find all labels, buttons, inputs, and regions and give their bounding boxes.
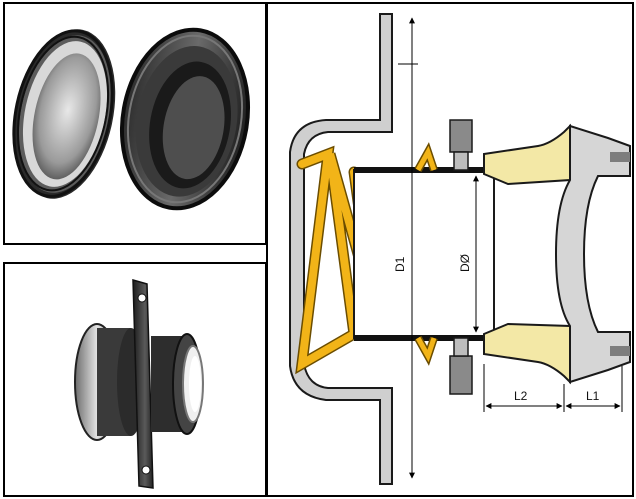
l2-label: L2 [514,389,528,403]
coupling-assembly-photo [74,278,204,489]
d1-label: D1 [393,256,407,272]
seal-face-spring [414,142,438,366]
cross-section-diagram: D1 DØ L2 L1 [289,13,631,485]
end-cap [554,124,631,384]
flange-plate [132,278,154,489]
drive-collar [449,119,473,395]
housing-shell [289,13,393,485]
inner-sleeve [353,169,495,339]
stationary-seat-top [483,123,571,186]
stationary-seat-bottom [483,322,571,385]
small-seal-ring [12,29,116,199]
coupling-assembly-photo-panel [3,262,267,497]
d0-label: DØ [458,254,472,272]
seal-rings-photo [12,27,251,211]
seal-rings-photo-panel [3,2,267,245]
cross-section-diagram-panel: D1 DØ L2 L1 [266,2,634,497]
coupling-front-ring [151,333,204,435]
l1-label: L1 [586,389,600,403]
large-seal-ring [119,27,251,211]
